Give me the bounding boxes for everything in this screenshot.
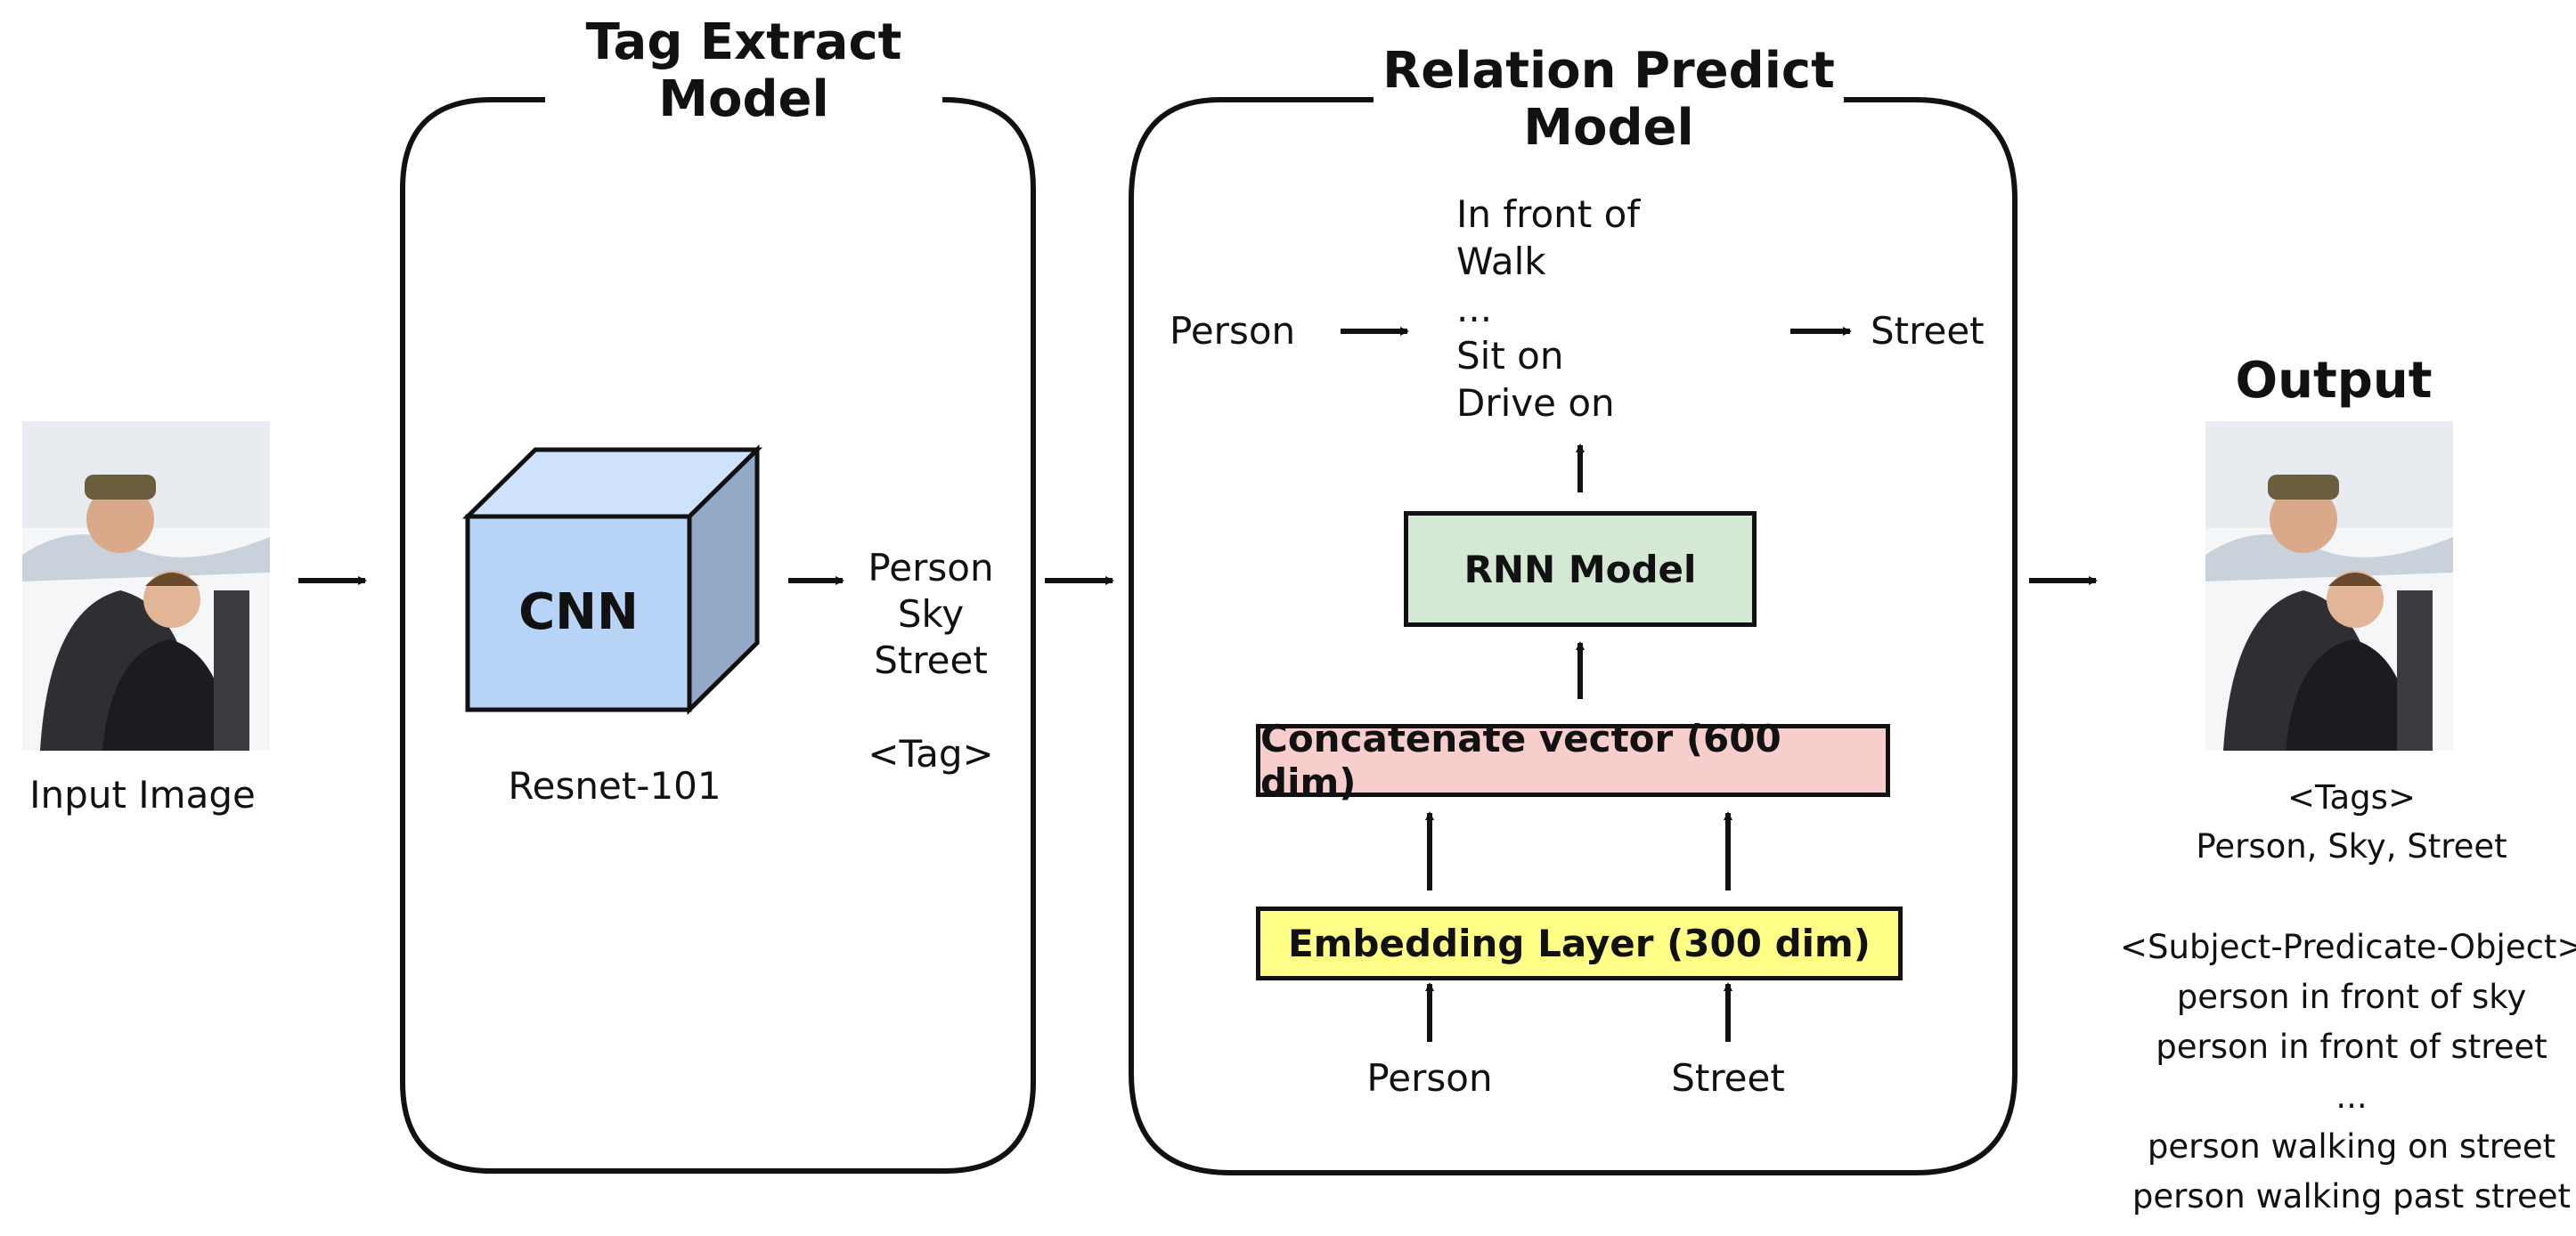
tag-street: Street	[874, 638, 988, 682]
predicate-drive-on: Drive on	[1456, 381, 1615, 425]
predicate-walk: Walk	[1456, 240, 1546, 283]
input-image-caption: Input Image	[29, 773, 256, 817]
subject-label: Person	[1170, 309, 1296, 353]
predicate-list: In front of Walk ... Sit on Drive on	[1456, 191, 1640, 427]
cnn-cube-front	[465, 514, 692, 712]
predicate-sit-on: Sit on	[1456, 334, 1564, 378]
tag-list: Person Sky Street	[851, 545, 1011, 684]
relation-predict-title-line1: Relation Predict	[1382, 42, 1835, 100]
output-spo-header: <Subject-Predicate-Object>	[2120, 928, 2576, 966]
tag-extract-title-line2: Model	[658, 70, 829, 128]
output-spo-line-2: person in front of street	[2156, 1028, 2547, 1066]
input-word-street: Street	[1671, 1056, 1785, 1100]
tag-extract-title-line1: Tag Extract	[585, 13, 902, 71]
predicate-ellipsis: ...	[1456, 287, 1493, 330]
output-spo-line-4: person walking past street	[2132, 1177, 2572, 1216]
output-spo-ellipsis: ...	[2336, 1077, 2368, 1116]
concatenate-vector-box: Concatenate vector (600 dim)	[1256, 717, 1890, 804]
relation-predict-title-line2: Model	[1523, 99, 1694, 157]
input-image	[22, 421, 270, 751]
relation-predict-title: Relation Predict Model	[1363, 43, 1855, 157]
predicate-in-front-of: In front of	[1456, 192, 1641, 236]
embedding-layer-box: Embedding Layer (300 dim)	[1256, 907, 1903, 980]
tag-sky: Sky	[897, 592, 965, 636]
output-spo-block: <Subject-Predicate-Object> person in fro…	[2120, 923, 2576, 1222]
relation-predict-container	[1129, 97, 2018, 1175]
tag-extract-container	[400, 97, 1036, 1174]
output-tags-header: <Tags>	[2287, 778, 2416, 817]
rnn-model-box: RNN Model	[1404, 511, 1757, 627]
cnn-cube	[461, 444, 763, 715]
tag-caption: <Tag>	[868, 732, 994, 776]
output-tags-block: <Tags> Person, Sky, Street	[2120, 773, 2576, 871]
cnn-label: CNN	[518, 583, 639, 641]
backbone-label: Resnet-101	[508, 764, 721, 808]
input-word-person: Person	[1366, 1056, 1493, 1100]
tag-person: Person	[868, 546, 994, 590]
output-image	[2205, 421, 2454, 751]
output-spo-line-1: person in front of sky	[2176, 978, 2527, 1016]
output-tags-line: Person, Sky, Street	[2196, 827, 2507, 866]
tag-extract-title: Tag Extract Model	[534, 14, 953, 128]
output-spo-line-3: person walking on street	[2147, 1127, 2556, 1166]
output-title: Output	[2235, 352, 2433, 410]
object-label: Street	[1871, 309, 1985, 353]
